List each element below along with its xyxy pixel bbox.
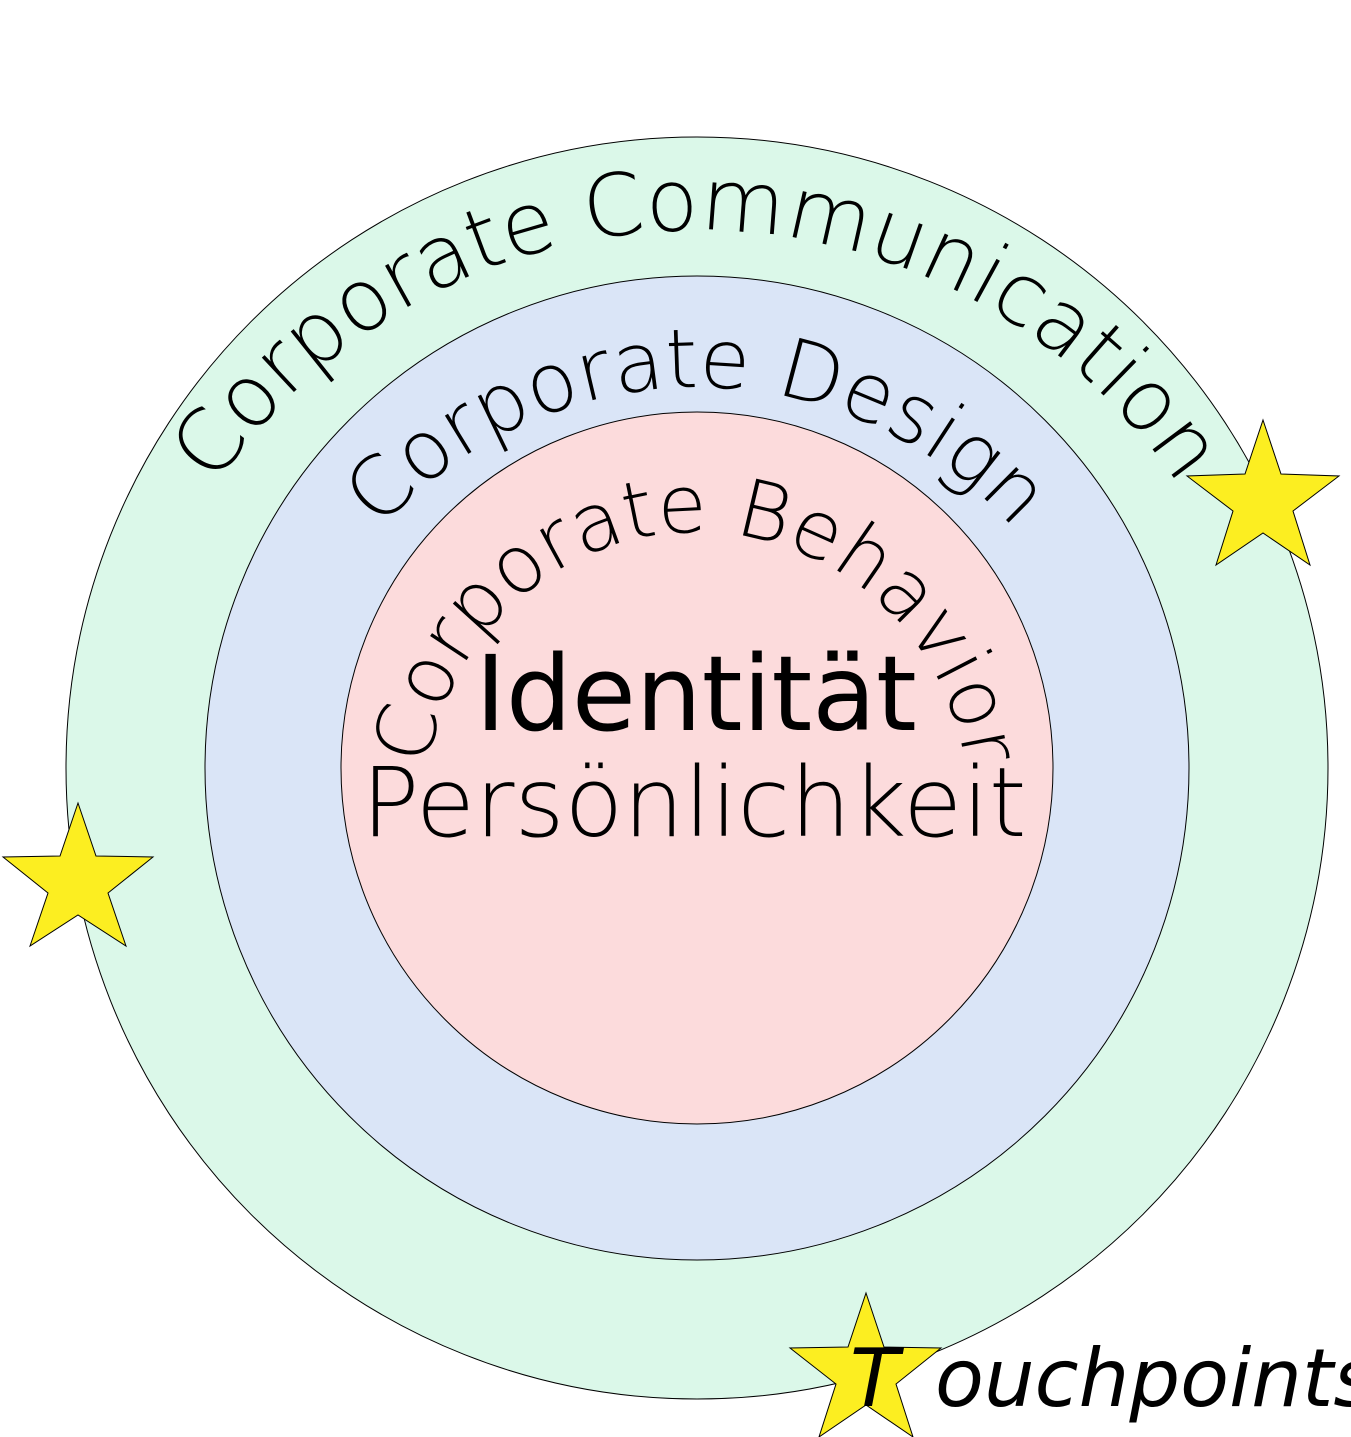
- center-title: Identität: [475, 633, 917, 755]
- star-icon-bottom: [788, 1291, 943, 1437]
- center-subtitle: Persönlichkeit: [361, 747, 1026, 859]
- touchpoints-initial: T: [850, 1332, 905, 1425]
- inner-circle-identity: [340, 411, 1054, 1125]
- touchpoints-label: ouchpoints: [935, 1332, 1351, 1425]
- star-icon-right: [1185, 418, 1341, 567]
- star-icon-left: [1, 801, 155, 948]
